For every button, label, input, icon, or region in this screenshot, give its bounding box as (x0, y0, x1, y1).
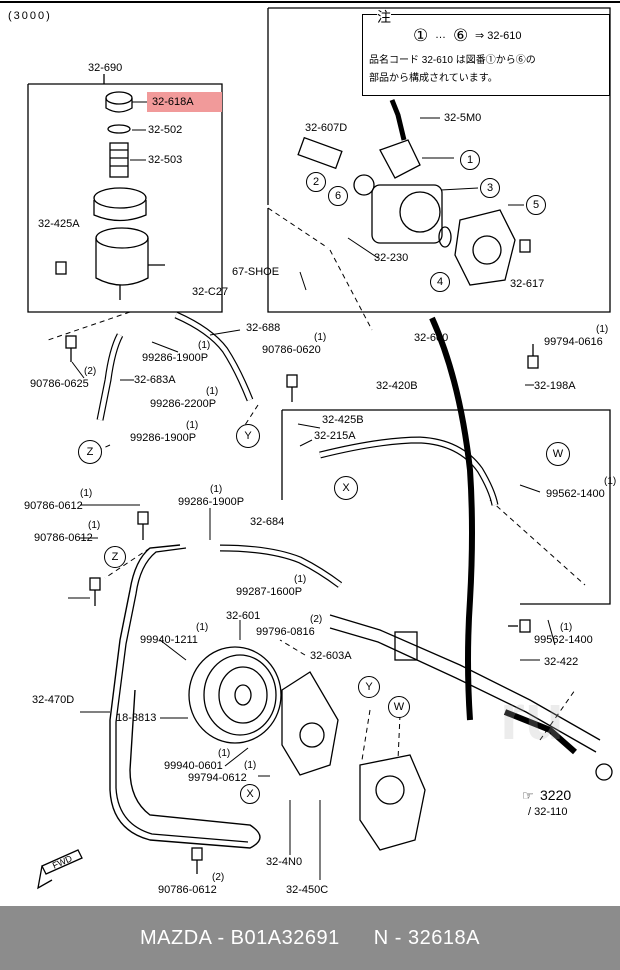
callout-3[interactable]: 3 (480, 178, 500, 198)
callout-z-2[interactable]: Z (104, 546, 126, 568)
qty-0616: (1) (596, 324, 609, 335)
reservoir-box (27, 83, 223, 313)
pump-box (267, 7, 611, 313)
label-32-684[interactable]: 32-684 (250, 516, 285, 528)
note-title: 注 (377, 9, 391, 25)
note-line1-left: ① (413, 26, 429, 45)
highlight-32-618a (147, 92, 222, 112)
label-32-618a[interactable]: 32-618A (152, 96, 194, 108)
note-line1-arrow: ⇒ 32-610 (475, 30, 522, 42)
label-32-422[interactable]: 32-422 (544, 656, 579, 668)
label-32-688[interactable]: 32-688 (246, 322, 281, 334)
label-32-502[interactable]: 32-502 (148, 124, 183, 136)
label-90786-0620[interactable]: 90786-0620 (262, 344, 321, 356)
label-32-230[interactable]: 32-230 (374, 252, 409, 264)
footer-brand-code: MAZDA - B01A32691 (140, 927, 340, 949)
qty-2200p: (1) (206, 386, 219, 397)
label-32-603a[interactable]: 32-603A (310, 650, 352, 662)
label-32-690[interactable]: 32-690 (88, 62, 123, 74)
qty-1900p-c: (1) (210, 484, 223, 495)
parts-diagram: (3000) 注 ① … ⑥ ⇒ 32-610 品名コード 32-610 は図番… (0, 1, 620, 896)
callout-z-1[interactable]: Z (78, 440, 102, 464)
label-99286-1900p-c[interactable]: 99286-1900P (178, 496, 245, 508)
label-32-683a[interactable]: 32-683A (134, 374, 176, 386)
label-99796-0816[interactable]: 99796-0816 (256, 626, 315, 638)
qty-1400-b: (1) (560, 622, 573, 633)
label-90786-0612-a[interactable]: 90786-0612 (24, 500, 83, 512)
label-32-450c[interactable]: 32-450C (286, 884, 329, 896)
ref-arrow-icon: ☞ (522, 788, 534, 803)
label-90786-0625[interactable]: 90786-0625 (30, 378, 89, 390)
label-99794-0616[interactable]: 99794-0616 (544, 336, 603, 348)
qty-1900p-a: (1) (198, 340, 211, 351)
qty-0612-b: (1) (88, 520, 101, 531)
callout-1[interactable]: 1 (460, 150, 480, 170)
label-67-shoe[interactable]: 67-SHOE (232, 266, 280, 278)
label-99940-1211[interactable]: 99940-1211 (140, 634, 198, 646)
label-90786-0612-b[interactable]: 90786-0612 (34, 532, 93, 544)
diagram-drawing (0, 1, 620, 890)
qty-1900p-b: (1) (186, 420, 199, 431)
label-32-503[interactable]: 32-503 (148, 154, 183, 166)
note-line2: 品名コード 32-610 は図番①から⑥の (369, 55, 536, 66)
label-32-425a[interactable]: 32-425A (38, 218, 80, 230)
label-18-3813[interactable]: 18-3813 (116, 712, 157, 724)
label-99794-0612[interactable]: 99794-0612 (188, 772, 247, 784)
label-90786-0612-c[interactable]: 90786-0612 (158, 884, 217, 896)
qty-1211: (1) (196, 622, 209, 633)
qty-0601: (1) (218, 748, 231, 759)
callout-x-2[interactable]: X (240, 784, 260, 804)
note-line1-mid: … (435, 29, 446, 41)
qty-0612-d: (1) (244, 760, 257, 771)
qty-0816: (2) (310, 614, 323, 625)
note-line3: 部品から構成されています。 (369, 73, 498, 84)
label-99286-1900p-a[interactable]: 99286-1900P (142, 352, 209, 364)
label-3220[interactable]: 3220 (540, 787, 572, 803)
header-code: (3000) (8, 10, 52, 22)
label-32-617[interactable]: 32-617 (510, 278, 545, 290)
label-32-110[interactable]: / 32-110 (528, 806, 568, 818)
callout-x-1[interactable]: X (334, 476, 358, 500)
qty-1600p: (1) (294, 574, 307, 585)
label-99286-1900p-b[interactable]: 99286-1900P (130, 432, 197, 444)
callout-y-2[interactable]: Y (358, 676, 380, 698)
note-line1-right: ⑥ (453, 26, 469, 45)
callout-5[interactable]: 5 (526, 195, 546, 215)
qty-1400-a: (1) (604, 476, 617, 487)
label-32-470d[interactable]: 32-470D (32, 694, 75, 706)
label-99287-1600p[interactable]: 99287-1600P (236, 586, 303, 598)
part-info-bar: MAZDA - B01A32691 N - 32618A (0, 906, 620, 970)
callout-y-1[interactable]: Y (236, 424, 260, 448)
label-32-198a[interactable]: 32-198A (534, 380, 576, 392)
note-box: 注 ① … ⑥ ⇒ 32-610 品名コード 32-610 は図番①から⑥の 部… (362, 9, 610, 96)
qty-0612-a: (1) (80, 488, 93, 499)
label-32-4n0[interactable]: 32-4N0 (266, 856, 303, 868)
label-32-600[interactable]: 32-600 (414, 332, 449, 344)
callout-w-2[interactable]: W (388, 696, 410, 718)
label-99562-1400-a[interactable]: 99562-1400 (546, 488, 605, 500)
qty-0612-c: (2) (212, 872, 225, 883)
hose-box (282, 409, 611, 605)
label-99562-1400-b[interactable]: 99562-1400 (534, 634, 593, 646)
watermark: ru (500, 681, 564, 753)
qty-0620: (1) (314, 332, 327, 343)
callout-6[interactable]: 6 (328, 186, 348, 206)
label-32-c27[interactable]: 32-C27 (192, 286, 229, 298)
footer-part-number: N - 32618A (373, 927, 480, 949)
label-32-601[interactable]: 32-601 (226, 610, 261, 622)
label-32-5m0[interactable]: 32-5M0 (444, 112, 482, 124)
callout-2[interactable]: 2 (306, 172, 326, 192)
label-32-420b[interactable]: 32-420B (376, 380, 418, 392)
callout-w-1[interactable]: W (546, 442, 570, 466)
label-99286-2200p[interactable]: 99286-2200P (150, 398, 217, 410)
label-32-215a[interactable]: 32-215A (314, 430, 356, 442)
qty-0625: (2) (84, 366, 97, 377)
label-32-425b[interactable]: 32-425B (322, 414, 364, 426)
callout-4[interactable]: 4 (430, 272, 450, 292)
label-99940-0601[interactable]: 99940-0601 (164, 760, 223, 772)
label-32-607d[interactable]: 32-607D (305, 122, 348, 134)
